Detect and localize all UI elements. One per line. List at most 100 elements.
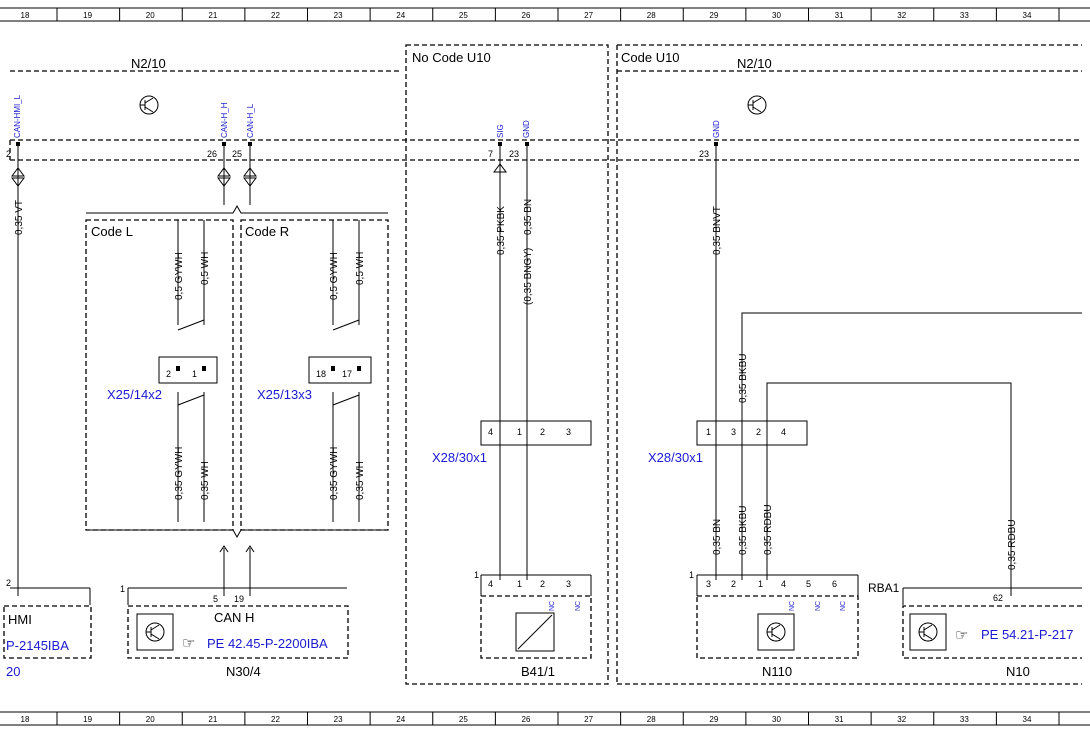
wire-label: 0,35 WH bbox=[355, 461, 366, 500]
grid-column-label: 34 bbox=[1023, 715, 1032, 724]
wire-label: 0,35 WH bbox=[200, 461, 211, 500]
grid-column-label: 33 bbox=[960, 11, 969, 20]
pin-number: 62 bbox=[993, 593, 1003, 603]
variant-code-l: Code L bbox=[91, 224, 133, 239]
module-label-right: N2/10 bbox=[737, 56, 772, 71]
section-code-u10: Code U10 bbox=[621, 50, 680, 65]
connector-x25-14x2: 2 1 bbox=[158, 356, 218, 384]
wire-terminals bbox=[11, 163, 507, 553]
grid-column-label: 23 bbox=[334, 11, 343, 20]
grid-column-label: 32 bbox=[897, 11, 906, 20]
connector-label-x25-13x3: X25/13x3 bbox=[257, 387, 312, 402]
section-frames bbox=[9, 44, 1082, 685]
component-pin: 2 bbox=[731, 579, 736, 589]
grid-column-label: 23 bbox=[334, 715, 343, 724]
component-name-n10: N10 bbox=[1006, 664, 1030, 679]
connector-pin: 3 bbox=[731, 427, 736, 437]
pin-name-can-hmi-l: CAN-HMI_L bbox=[13, 94, 22, 138]
nc-label: NC bbox=[789, 601, 796, 611]
component-pin: 1 bbox=[517, 579, 522, 589]
pin-number: 26 bbox=[207, 149, 217, 159]
grid-column-label: 27 bbox=[584, 11, 593, 20]
pin-number: 23 bbox=[699, 149, 709, 159]
grid-column-label: 29 bbox=[709, 11, 718, 20]
wire-label: 0,35 BKBU bbox=[738, 506, 749, 555]
connector-pin: 3 bbox=[566, 427, 571, 437]
transistor-icon bbox=[747, 95, 767, 115]
component-pin: 2 bbox=[540, 579, 545, 589]
wire-label: 0,35 BNVT bbox=[712, 206, 723, 255]
component-n30-4: ☞ bbox=[127, 587, 349, 659]
component-pin: 1 bbox=[758, 579, 763, 589]
connector-pin: 18 bbox=[316, 369, 326, 379]
grid-column-label: 24 bbox=[396, 11, 405, 20]
grid-column-label: 31 bbox=[835, 11, 844, 20]
grid-column-label: 20 bbox=[146, 715, 155, 724]
grid-column-label: 34 bbox=[1023, 11, 1032, 20]
variant-boxes bbox=[85, 219, 389, 531]
connector-pin: 4 bbox=[781, 427, 786, 437]
transistor-icon bbox=[918, 622, 938, 642]
variant-code-r: Code R bbox=[245, 224, 289, 239]
connector-pin: 1 bbox=[192, 369, 197, 379]
component-n10: ☞ bbox=[902, 587, 1082, 659]
nc-label: NC bbox=[549, 601, 556, 611]
component-label-hmi: HMI bbox=[8, 612, 32, 627]
pin-name-gnd: GND bbox=[712, 120, 721, 138]
grid-column-label: 18 bbox=[21, 11, 30, 20]
component-name-n30-4: N30/4 bbox=[226, 664, 261, 679]
grid-column-label: 29 bbox=[709, 715, 718, 724]
connector-x28-30x1-a: 4 1 2 3 bbox=[480, 420, 592, 446]
component-pin: 4 bbox=[781, 579, 786, 589]
grid-column-label: 32 bbox=[897, 715, 906, 724]
wire-label: 0,5 GYWH bbox=[329, 252, 340, 300]
wire-label: 0,35 GYWH bbox=[329, 447, 340, 500]
component-n110 bbox=[696, 574, 859, 659]
component-hmi bbox=[3, 587, 92, 659]
grid-column-label: 19 bbox=[83, 715, 92, 724]
module-label-left: N2/10 bbox=[131, 56, 166, 71]
component-pin: 5 bbox=[806, 579, 811, 589]
transistor-icon bbox=[139, 95, 159, 115]
wire-label: (0,35 BNGY) bbox=[523, 248, 534, 305]
grid-column-label: 21 bbox=[208, 11, 217, 20]
pin-number: 19 bbox=[234, 594, 244, 604]
section-no-code-u10: No Code U10 bbox=[412, 50, 491, 65]
nc-label: NC bbox=[575, 601, 582, 611]
wire-label: 0,5 WH bbox=[200, 252, 211, 285]
grid-column-label: 20 bbox=[146, 11, 155, 20]
wire-label: 0,35 PKBK bbox=[496, 206, 507, 255]
grid-column-label: 33 bbox=[960, 715, 969, 724]
wire-label: 0,35 BN bbox=[712, 519, 723, 555]
connector-label-x25-14x2: X25/14x2 bbox=[107, 387, 162, 402]
connector-pin: 1 bbox=[517, 427, 522, 437]
wires bbox=[17, 146, 1082, 596]
connector-pin: 1 bbox=[706, 427, 711, 437]
pin-number: 5 bbox=[213, 594, 218, 604]
wire-label: 0,35 RDBU bbox=[1007, 519, 1018, 570]
component-rba1: RBA1 bbox=[868, 581, 900, 595]
component-ref-n10: PE 54.21-P-217 bbox=[981, 627, 1074, 642]
wire-label: 0,35 BN bbox=[523, 199, 534, 235]
grid-column-label: 26 bbox=[522, 715, 531, 724]
component-pin: 3 bbox=[706, 579, 711, 589]
connector-label-x28-30x1: X28/30x1 bbox=[432, 450, 487, 465]
wire-label: 0,35 BKBU bbox=[738, 354, 749, 403]
pin-number: 23 bbox=[509, 149, 519, 159]
grid-column-label: 22 bbox=[271, 715, 280, 724]
marker-one: 1 bbox=[474, 570, 479, 580]
wire-labels: 0,35 VT 0,5 GYWH 0,5 WH 0,35 GYWH 0,35 W… bbox=[14, 199, 1018, 570]
grid-column-label: 30 bbox=[772, 715, 781, 724]
pin-name-can-h-l: CAN-H_L bbox=[246, 103, 255, 138]
connector-pin: 2 bbox=[166, 369, 171, 379]
grid-column-label: 31 bbox=[835, 715, 844, 724]
grid-column-label: 22 bbox=[271, 11, 280, 20]
marker-one: 1 bbox=[120, 584, 125, 594]
connector-label-x28-30x1: X28/30x1 bbox=[648, 450, 703, 465]
nc-label: NC bbox=[815, 601, 822, 611]
pin-number: 25 bbox=[232, 149, 242, 159]
pin-name-sig: SIG bbox=[496, 124, 505, 138]
pin-number: 2 bbox=[6, 149, 11, 159]
transistor-icon bbox=[145, 622, 165, 642]
